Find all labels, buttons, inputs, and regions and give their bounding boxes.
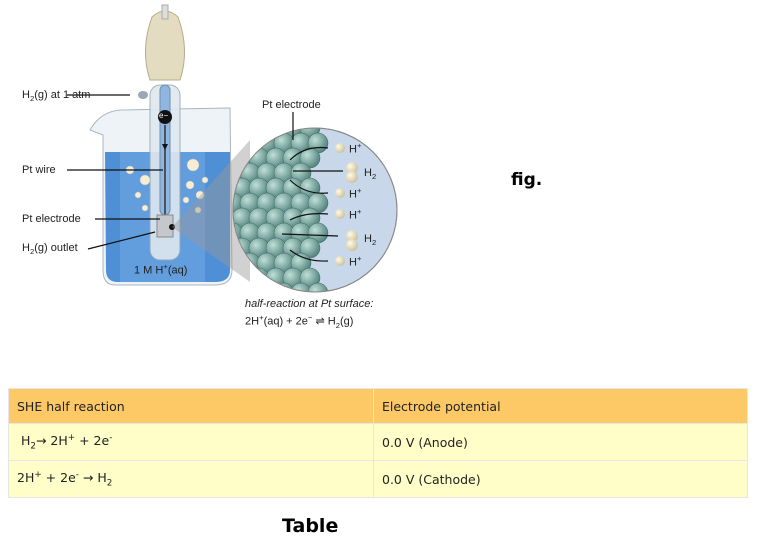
- column-header: SHE half reaction: [8, 388, 374, 424]
- h2-inlet-label: H2(g) at 1 atm: [22, 89, 91, 104]
- platinum-atom: [233, 128, 253, 139]
- she-table: SHE half reaction Electrode potential H2…: [8, 388, 748, 498]
- platinum-atom: [248, 267, 270, 289]
- reaction-cell: H2→ 2H+ + 2e-: [8, 423, 374, 461]
- pt-electrode-label: Pt electrode: [22, 213, 81, 225]
- half-reaction-equation: 2H+(aq) + 2e− ⇌ H2(g): [245, 313, 354, 330]
- reaction-cell: 2H+ + 2e- → H2: [8, 460, 374, 498]
- platinum-atom: [290, 282, 312, 292]
- solution-label: 1 M H+(aq): [134, 262, 188, 277]
- table-caption: Table: [282, 515, 339, 537]
- pt-wire-label: Pt wire: [22, 164, 56, 176]
- platinum-atom: [299, 147, 321, 169]
- table-header-row: SHE half reaction Electrode potential: [8, 388, 748, 424]
- pt-electrode-zoom-label: Pt electrode: [262, 99, 321, 111]
- standard-hydrogen-electrode-illustration: [67, 4, 398, 293]
- h-plus-label: H+: [349, 207, 362, 222]
- table-row: 2H+ + 2e- → H2 0.0 V (Cathode): [8, 460, 748, 498]
- figure-caption: fig.: [511, 170, 543, 190]
- column-header: Electrode potential: [373, 388, 748, 424]
- platinum-atom: [307, 282, 329, 292]
- h2-outlet-label: H2(g) outlet: [22, 242, 78, 257]
- potential-cell: 0.0 V (Cathode): [373, 460, 748, 498]
- platinum-atom: [299, 237, 321, 259]
- h2-label: H2: [364, 167, 377, 182]
- h-plus-label: H+: [349, 141, 362, 156]
- h2-label: H2: [364, 233, 377, 248]
- h-plus-label: H+: [349, 186, 362, 201]
- half-reaction-title: half-reaction at Pt surface:: [245, 298, 374, 310]
- platinum-atom: [233, 282, 244, 292]
- electron-label: e−: [159, 111, 169, 120]
- h-plus-label: H+: [349, 254, 362, 269]
- potential-cell: 0.0 V (Anode): [373, 423, 748, 461]
- electron-icon: [158, 110, 172, 124]
- table-row: H2→ 2H+ + 2e- 0.0 V (Anode): [8, 423, 748, 461]
- platinum-atom: [248, 128, 270, 139]
